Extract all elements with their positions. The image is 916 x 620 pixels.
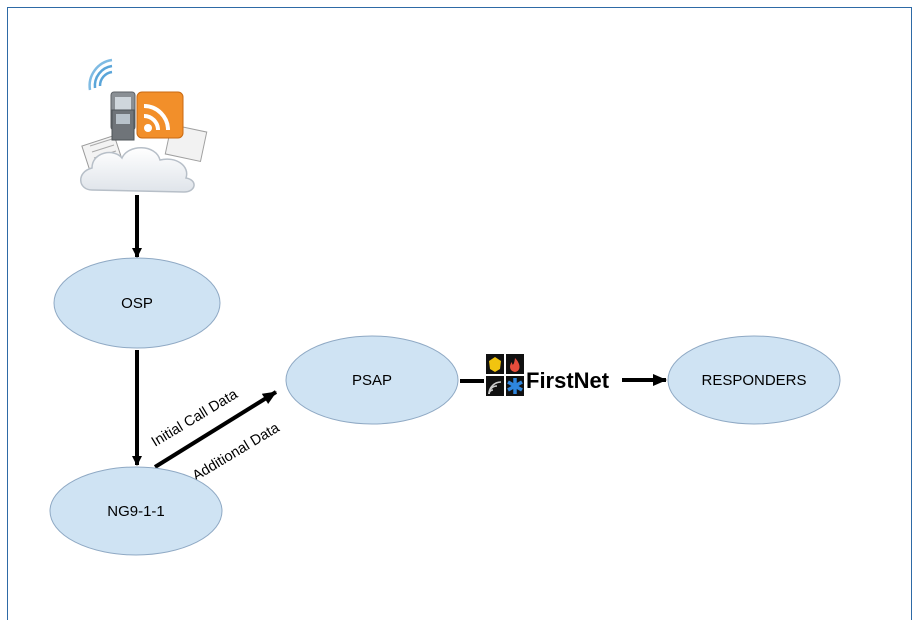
police-badge-icon <box>486 354 504 374</box>
node-label-psap: PSAP <box>352 372 392 389</box>
node-responders: RESPONDERS <box>667 335 841 425</box>
node-label-ng911: NG9-1-1 <box>107 503 165 520</box>
node-psap: PSAP <box>285 335 459 425</box>
node-label-osp: OSP <box>121 295 153 312</box>
firstnet-wordmark: FirstNet <box>526 368 610 393</box>
firstnet-logo: FirstNet <box>486 354 610 396</box>
devices-cloud-icon <box>80 58 208 193</box>
star-of-life-icon <box>506 376 524 396</box>
arrow-ng911-to-psap <box>153 390 278 469</box>
signal-waves-icon <box>486 376 504 396</box>
edge-label-additional-data: Additional Data <box>190 420 283 485</box>
node-osp: OSP <box>53 257 221 349</box>
node-label-responders: RESPONDERS <box>701 372 806 389</box>
node-ng911: NG9-1-1 <box>49 466 223 556</box>
fire-icon <box>506 354 524 374</box>
diagram-frame <box>7 7 912 620</box>
